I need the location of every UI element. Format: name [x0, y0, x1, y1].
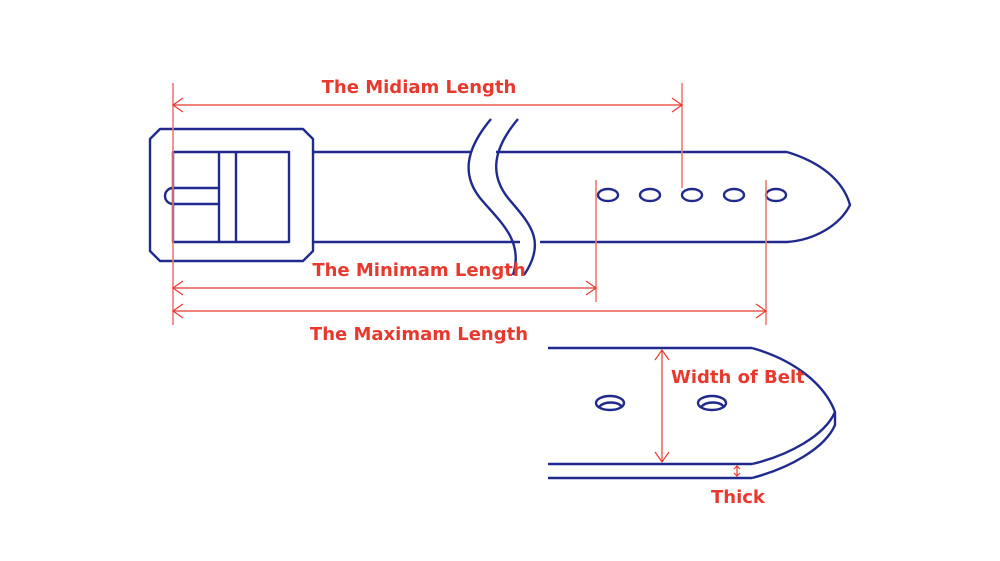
- buckle-opening: [171, 150, 291, 244]
- detail-tip-face: [751, 346, 837, 466]
- width-of-belt-label: Width of Belt: [671, 367, 805, 388]
- belt-hole-3: [680, 187, 704, 203]
- maximum-length-label: The Maximam Length: [310, 324, 528, 345]
- detail-hole-2: [696, 394, 728, 412]
- thick-label: Thick: [711, 487, 766, 508]
- break-mark-2: [495, 118, 537, 276]
- dimension-lines: The Midiam Length The Minimam Length The…: [171, 77, 768, 345]
- detail-tip-side: [751, 412, 837, 480]
- midium-length-arrow: [171, 97, 684, 113]
- strap-tip: [786, 150, 852, 244]
- buckle-frame: [148, 127, 315, 263]
- detail-hole-2-depth: [700, 401, 725, 408]
- maximum-length-arrow: [171, 303, 768, 319]
- belt-detail-view: Width of Belt Thick: [548, 346, 837, 508]
- width-arrow: [654, 348, 670, 464]
- midium-length-label: The Midiam Length: [322, 77, 517, 98]
- belt-hole-1: [596, 187, 620, 203]
- detail-hole-1: [594, 394, 626, 412]
- buckle-prong: [163, 186, 219, 206]
- detail-hole-1-depth: [598, 401, 623, 408]
- belt-full-view: [148, 118, 852, 276]
- belt-hole-2: [638, 187, 662, 203]
- belt-hole-5: [764, 187, 788, 203]
- belt-hole-4: [722, 187, 746, 203]
- thick-arrow: [733, 465, 741, 477]
- break-mark-1: [467, 118, 517, 276]
- minimum-length-label: The Minimam Length: [312, 260, 525, 281]
- minimum-length-arrow: [171, 280, 598, 296]
